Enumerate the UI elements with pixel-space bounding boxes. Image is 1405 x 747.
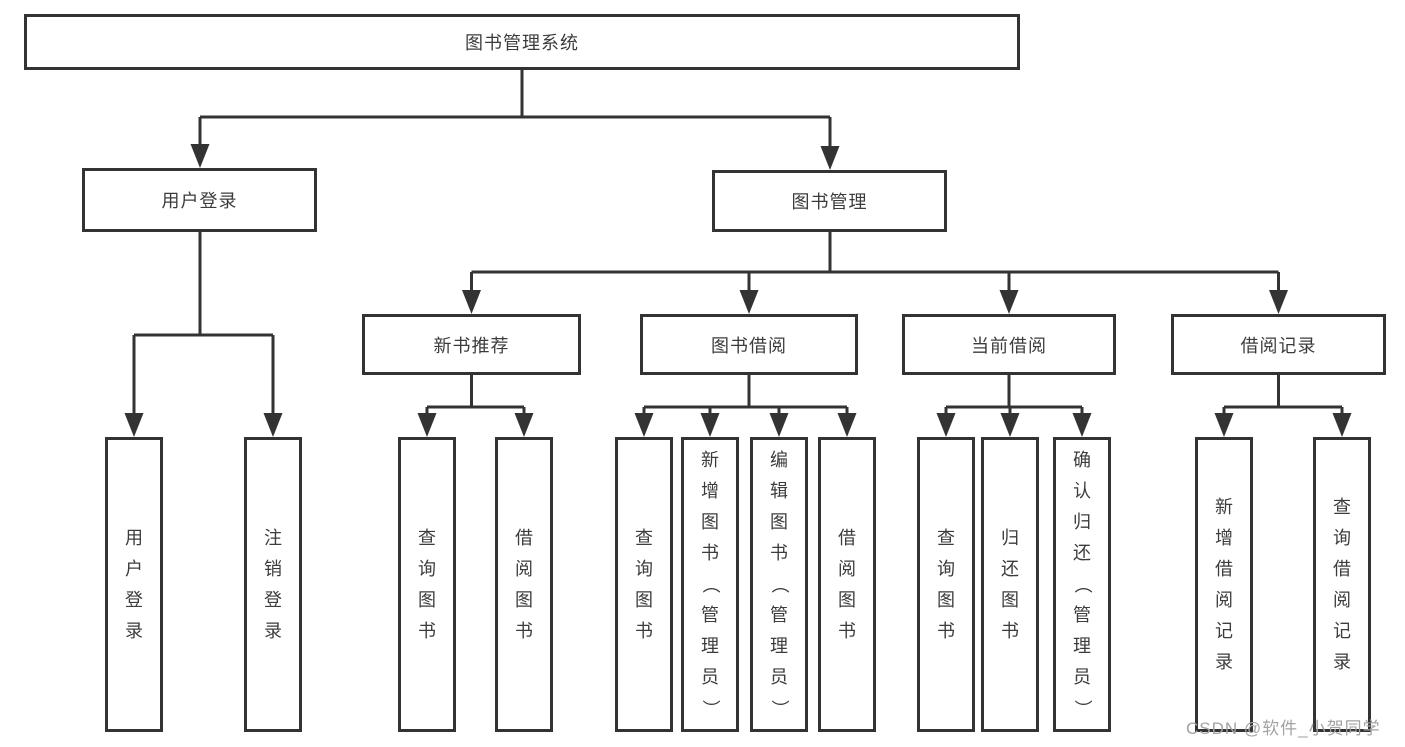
leaf-query-books-recommend-label: 查询图书 [418, 527, 436, 641]
node-new-book-recommend: 新书推荐 [362, 314, 581, 375]
leaf-add-books-admin-label: 新增图书（管理员） [700, 450, 721, 718]
leaf-query-books-current: 查询图书 [917, 437, 975, 732]
node-book-borrowing-label: 图书借阅 [711, 335, 787, 356]
leaf-return-books-label: 归还图书 [1001, 527, 1019, 641]
leaf-confirm-return-admin: 确认归还（管理员） [1053, 437, 1111, 732]
leaf-query-books-recommend: 查询图书 [398, 437, 456, 732]
leaf-borrow-books: 借阅图书 [818, 437, 876, 732]
leaf-query-books-borrowing-label: 查询图书 [635, 527, 653, 641]
node-library-management-system-label: 图书管理系统 [465, 33, 579, 53]
leaf-borrow-books-recommend-label: 借阅图书 [515, 527, 533, 641]
leaf-logout-label: 注销登录 [264, 527, 282, 641]
node-borrowing-records-label: 借阅记录 [1240, 335, 1317, 356]
leaf-query-books-borrowing: 查询图书 [615, 437, 673, 732]
leaf-add-borrow-record: 新增借阅记录 [1195, 437, 1253, 732]
leaf-query-books-current-label: 查询图书 [937, 527, 955, 641]
node-book-borrowing: 图书借阅 [640, 314, 858, 375]
node-borrowing-records: 借阅记录 [1171, 314, 1386, 375]
leaf-add-borrow-record-label: 新增借阅记录 [1215, 496, 1233, 672]
node-user-login: 用户登录 [82, 168, 317, 232]
leaf-query-borrow-record: 查询借阅记录 [1313, 437, 1371, 732]
node-user-login-label: 用户登录 [161, 191, 238, 211]
leaf-user-login-label: 用户登录 [125, 527, 143, 641]
leaf-return-books: 归还图书 [981, 437, 1039, 732]
watermark: CSDN @软件_小贺同学 [1186, 719, 1381, 738]
node-book-management-label: 图书管理 [791, 192, 868, 212]
leaf-borrow-books-recommend: 借阅图书 [495, 437, 553, 732]
leaf-edit-books-admin: 编辑图书（管理员） [750, 437, 808, 732]
node-new-book-recommend-label: 新书推荐 [433, 335, 510, 356]
node-book-management: 图书管理 [712, 170, 947, 232]
leaf-logout: 注销登录 [244, 437, 302, 732]
node-library-management-system: 图书管理系统 [24, 14, 1020, 70]
leaf-borrow-books-label: 借阅图书 [838, 527, 856, 641]
leaf-add-books-admin: 新增图书（管理员） [681, 437, 739, 732]
node-current-borrowing-label: 当前借阅 [971, 335, 1047, 356]
node-current-borrowing: 当前借阅 [902, 314, 1116, 375]
leaf-edit-books-admin-label: 编辑图书（管理员） [769, 450, 790, 718]
leaf-user-login: 用户登录 [105, 437, 163, 732]
leaf-confirm-return-admin-label: 确认归还（管理员） [1072, 450, 1093, 718]
leaf-query-borrow-record-label: 查询借阅记录 [1333, 496, 1351, 672]
